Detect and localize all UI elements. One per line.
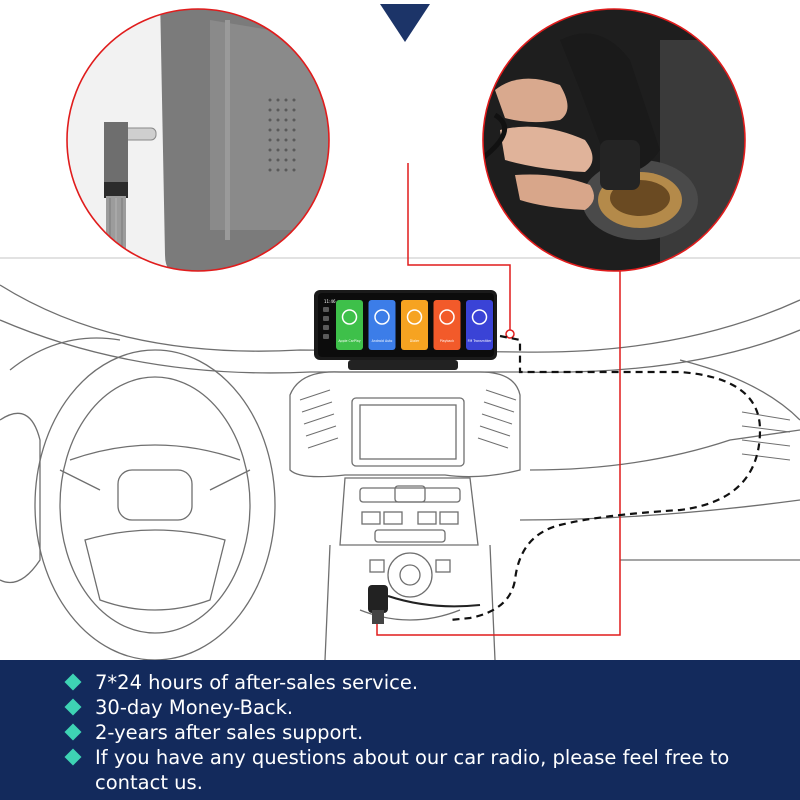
app-icon: [341, 309, 358, 325]
chevron-down-icon: [380, 4, 430, 42]
lighter-plug: [368, 585, 481, 624]
app-tile: [401, 300, 428, 350]
app-label: FM Transmitter: [468, 339, 492, 343]
screen-time: 11:46: [324, 299, 336, 304]
app-icon: [439, 309, 455, 325]
service-info-panel: 7*24 hours of after-sales service. 30-da…: [0, 660, 800, 800]
cable-route: [449, 334, 762, 622]
lighter-socket-detail: [482, 8, 746, 272]
app-icon: [406, 309, 423, 325]
app-tile: [466, 300, 493, 350]
app-tile: [336, 300, 363, 350]
diamond-bullet-icon: [64, 723, 82, 741]
diamond-bullet-icon: [64, 698, 82, 716]
app-tile: [368, 300, 396, 350]
feature-text: 30-day Money-Back.: [95, 696, 294, 719]
diamond-bullet-icon: [64, 748, 82, 766]
app-label: Dialer: [410, 339, 420, 343]
app-label: Android Auto: [372, 339, 393, 343]
feature-text: 2-years after sales support.: [95, 721, 364, 744]
car-radio-unit: 11:46 Apple CarPlay Android Auto Dialer Pla…: [314, 290, 497, 370]
app-label: Playback: [440, 339, 454, 343]
app-label: Apple CarPlay: [338, 339, 360, 343]
list-item: 7*24 hours of after-sales service.: [64, 670, 746, 695]
feature-text: 7*24 hours of after-sales service.: [95, 671, 419, 694]
diamond-bullet-icon: [64, 673, 82, 691]
feature-text: If you have any questions about our car …: [95, 746, 730, 794]
list-item: 30-day Money-Back.: [64, 695, 746, 720]
list-item: If you have any questions about our car …: [64, 745, 746, 795]
app-icon: [471, 309, 488, 325]
usb-c-port-detail: [66, 8, 330, 272]
installation-illustration: 11:46 Apple CarPlay Android Auto Dialer Pla…: [0, 4, 800, 660]
list-item: 2-years after sales support.: [64, 720, 746, 745]
app-icon: [374, 309, 390, 325]
app-tile: [433, 300, 461, 350]
feature-list: 7*24 hours of after-sales service. 30-da…: [64, 670, 746, 795]
